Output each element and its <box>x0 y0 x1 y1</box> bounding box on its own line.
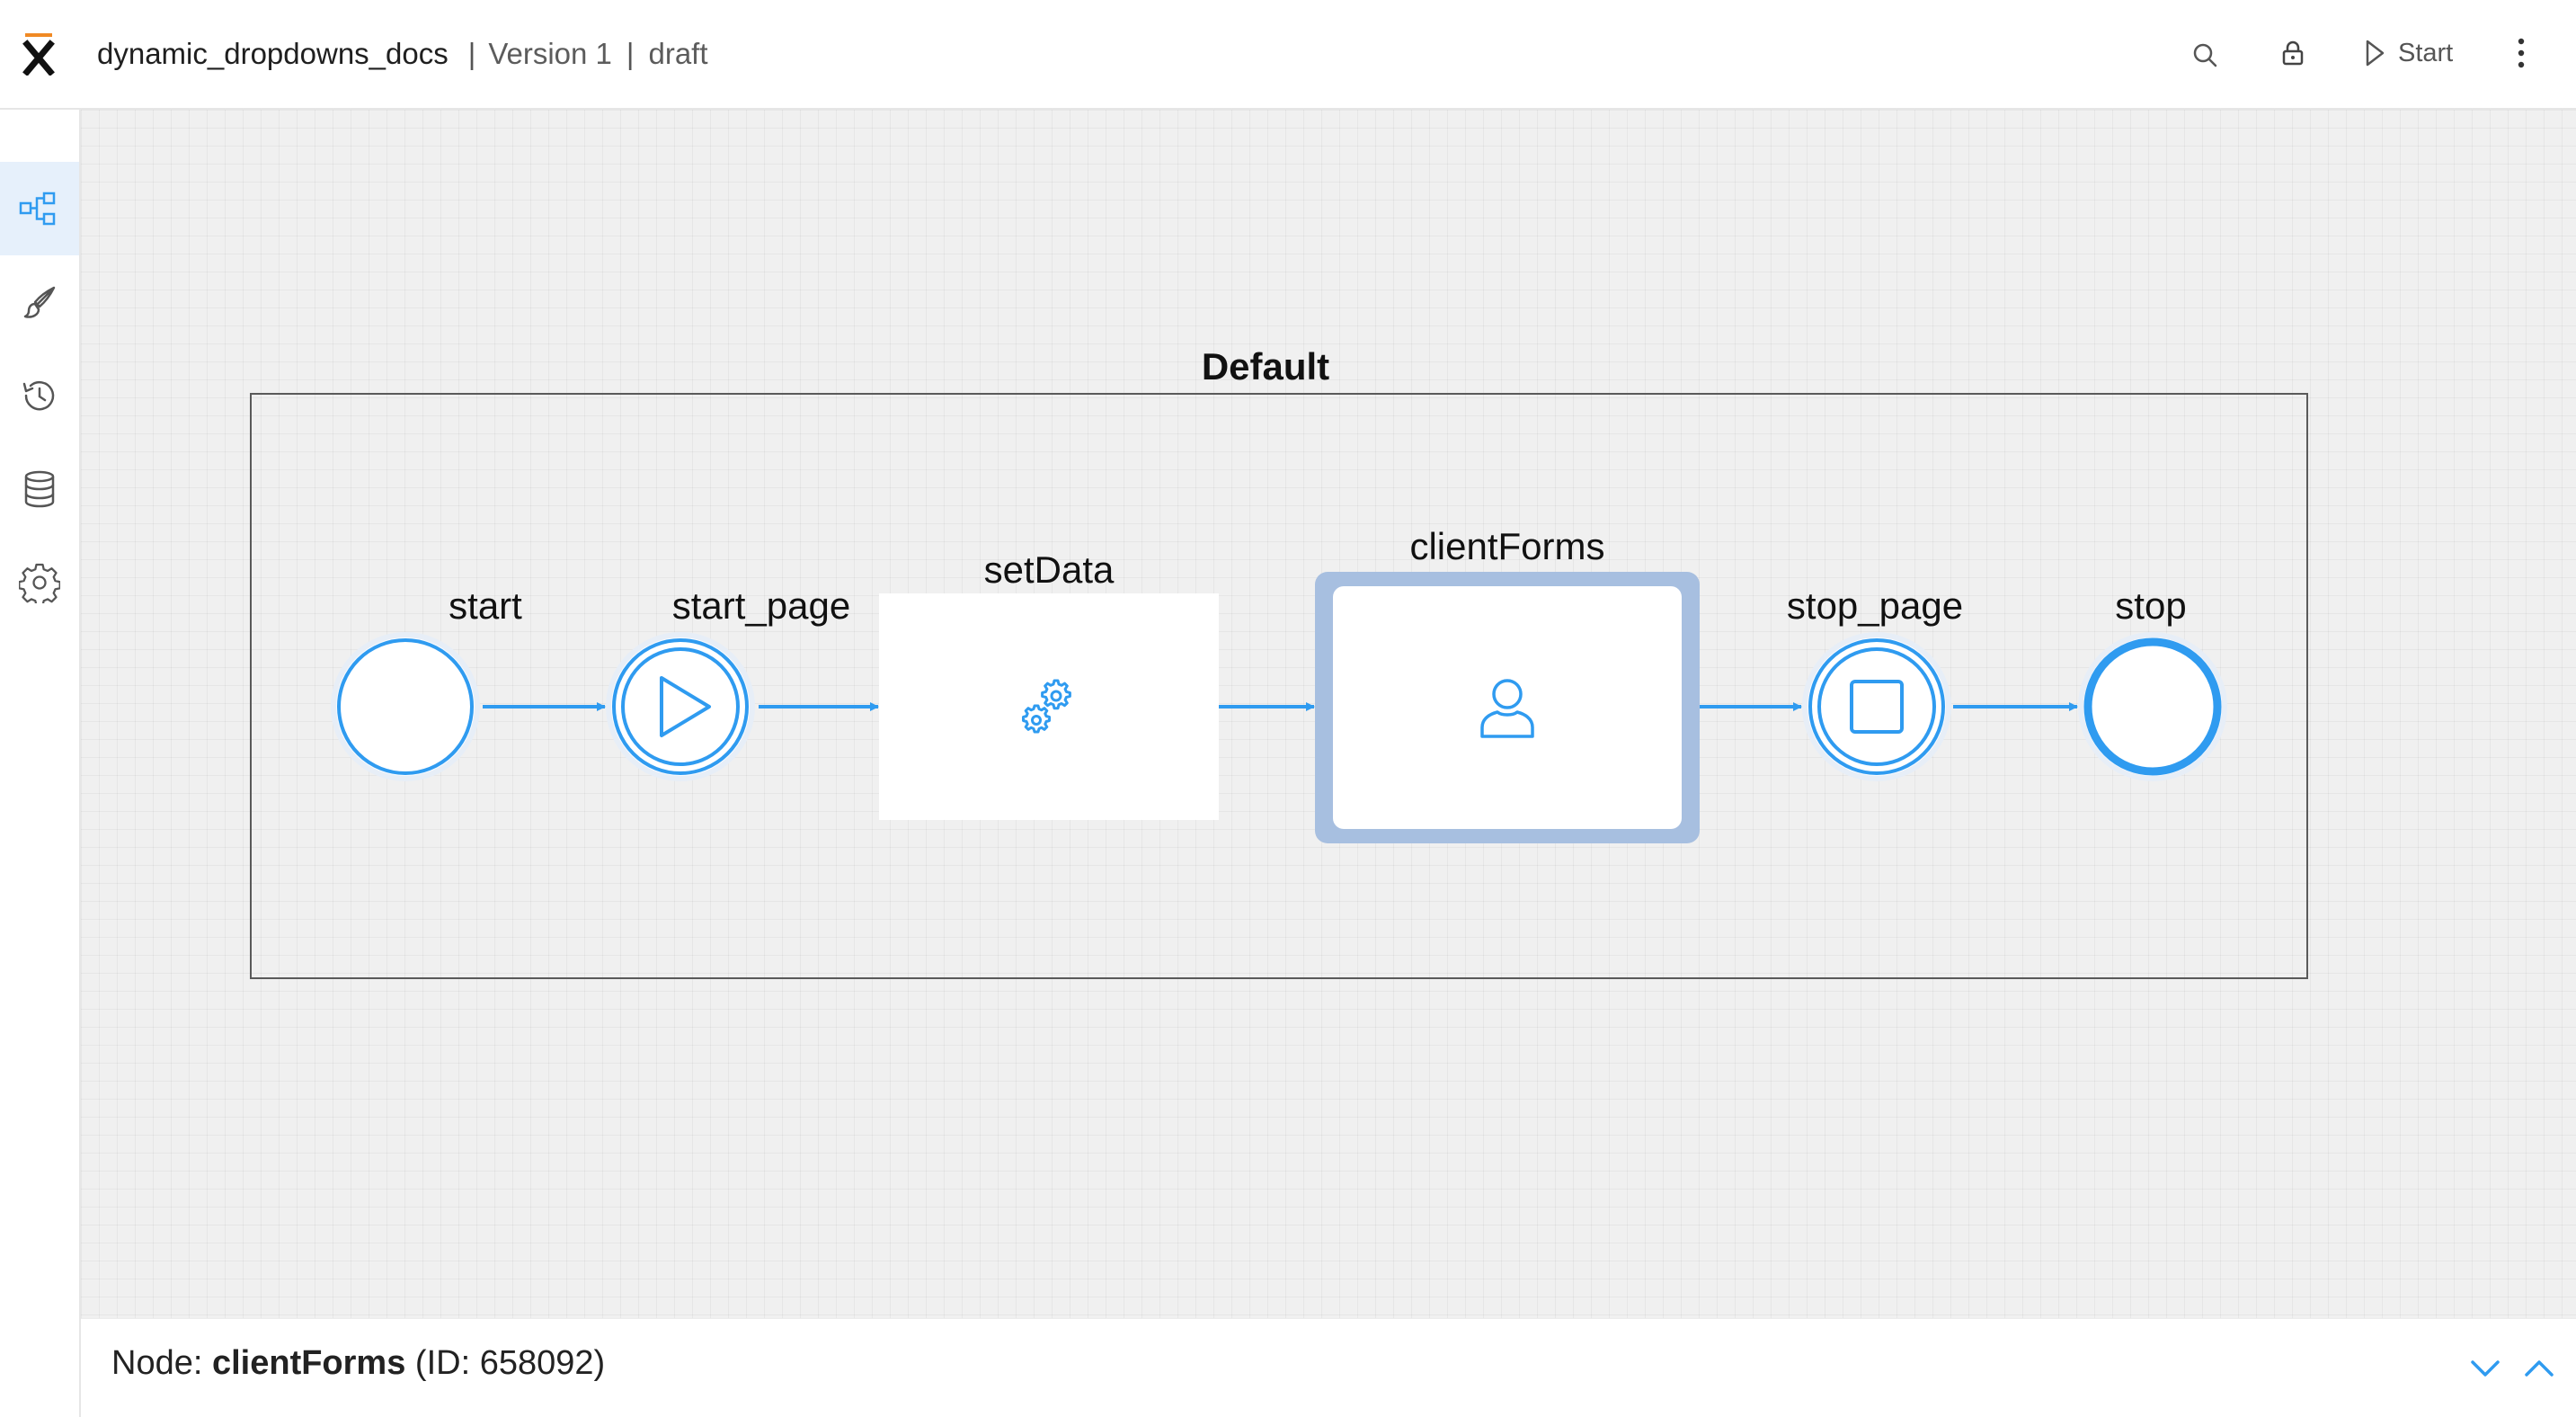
process-name: dynamic_dropdowns_docs <box>97 37 449 70</box>
stop-icon <box>1850 680 1904 734</box>
swimlane-default[interactable] <box>250 393 2308 979</box>
node-details-bar: Node: clientForms (ID: 658092) <box>81 1318 2576 1417</box>
search-button[interactable] <box>2182 32 2227 77</box>
selected-node-id: (ID: 658092) <box>414 1344 606 1382</box>
more-vertical-icon <box>2518 38 2525 68</box>
node-label-set-data: setData <box>983 548 1115 591</box>
stop-page-event[interactable] <box>1802 632 1951 781</box>
version-label: Version 1 <box>488 37 612 70</box>
start-event[interactable] <box>331 632 480 781</box>
selected-node-name: clientForms <box>211 1344 406 1382</box>
selected-node-info: Node: clientForms (ID: 658092) <box>111 1344 605 1383</box>
sidebar-item-history[interactable] <box>0 349 79 442</box>
node-info-prefix: Node: <box>111 1344 203 1382</box>
process-diagram-icon <box>19 192 56 226</box>
play-icon <box>2366 40 2385 67</box>
title-separator: | <box>467 37 476 70</box>
start-label: Start <box>2398 38 2454 67</box>
sidebar-item-process[interactable] <box>0 162 79 255</box>
service-task-set-data[interactable] <box>879 593 1219 820</box>
diagram-canvas[interactable]: Default start start_page setData clientF… <box>81 110 2576 1318</box>
user-icon <box>1480 679 1534 738</box>
brush-icon <box>23 286 56 318</box>
database-icon <box>24 470 55 508</box>
expand-panel-button[interactable] <box>2517 1346 2562 1391</box>
gears-icon <box>1022 679 1071 734</box>
status-label: draft <box>648 37 708 70</box>
chevron-up-icon <box>2525 1360 2554 1377</box>
start-button[interactable]: Start <box>2351 31 2465 76</box>
node-label-start: start <box>449 584 522 627</box>
node-label-start-page: start_page <box>671 584 851 627</box>
lock-button[interactable] <box>2270 31 2315 76</box>
start-page-event[interactable] <box>606 632 755 781</box>
swimlane-title: Default <box>1201 345 1330 388</box>
search-icon <box>2193 43 2217 67</box>
chevron-down-icon <box>2471 1360 2500 1377</box>
more-menu-button[interactable] <box>2499 31 2544 76</box>
node-label-stop: stop <box>2115 584 2187 627</box>
flowx-logo-icon[interactable] <box>22 31 58 76</box>
play-icon <box>660 676 711 737</box>
sidebar <box>0 110 81 1417</box>
settings-icon <box>19 563 60 603</box>
end-event[interactable] <box>2078 632 2227 781</box>
history-icon <box>22 381 55 411</box>
node-label-stop-page: stop_page <box>1786 584 1964 627</box>
diagram-graphics <box>331 632 2227 781</box>
node-label-client-forms: clientForms <box>1409 525 1605 567</box>
user-task-body[interactable] <box>1333 586 1682 829</box>
sidebar-item-data[interactable] <box>0 442 79 536</box>
lock-icon <box>2282 40 2304 66</box>
sidebar-item-settings[interactable] <box>0 536 79 629</box>
top-bar: dynamic_dropdowns_docs | Version 1 | dra… <box>0 0 2576 110</box>
collapse-panel-button[interactable] <box>2463 1346 2508 1391</box>
process-title: dynamic_dropdowns_docs | Version 1 | dra… <box>97 32 708 76</box>
title-separator: | <box>626 37 635 70</box>
sidebar-item-design[interactable] <box>0 255 79 349</box>
user-task-client-forms[interactable] <box>1315 572 1700 843</box>
